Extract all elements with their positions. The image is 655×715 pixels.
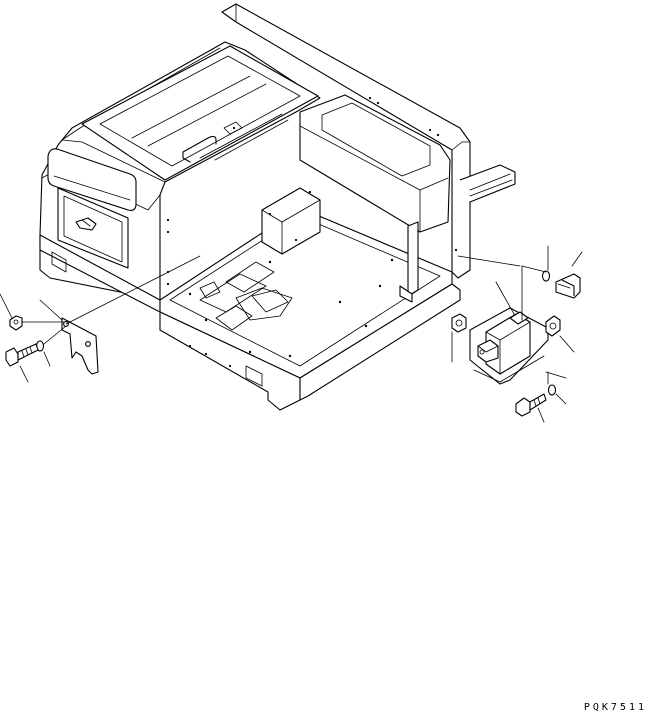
hatch-handle [183,122,242,162]
washer-right-upper [543,271,550,281]
bolt-right-lower [516,394,546,416]
nut-left [10,316,22,330]
drawing-code: PQK7511 [583,702,647,713]
side-window [48,149,136,211]
corner-post [400,222,418,302]
left-bracket-assembly [0,256,200,382]
inspection-panel [58,188,128,268]
base-frame [160,284,460,410]
floor-well [262,188,320,254]
right-bracket-assembly [452,246,582,422]
rear-wall-panel [222,4,470,278]
nut-right-left [452,314,466,332]
washer-right-lower [549,385,556,395]
top-hatch [82,46,318,180]
left-wall-holes [166,218,170,286]
left-bracket [62,318,98,374]
bolt-right-upper [556,274,580,298]
bolt-left [6,344,38,366]
nut-right-upper [546,316,560,336]
right-upper-box [300,95,450,232]
rear-rail [460,165,515,202]
